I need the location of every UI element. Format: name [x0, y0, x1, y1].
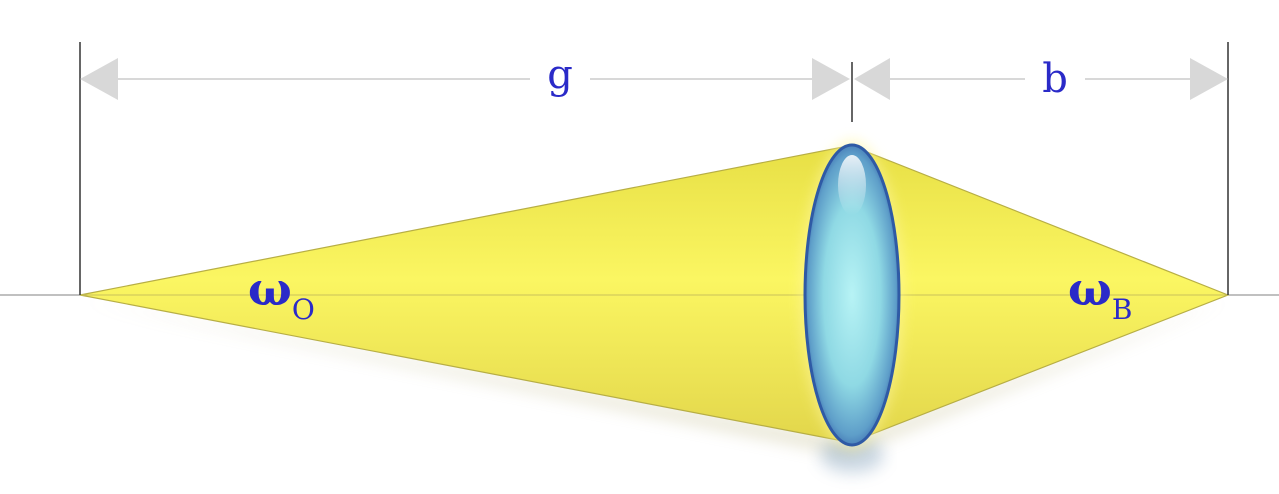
beam-shadow: [80, 300, 1228, 455]
image-distance-label: b: [1042, 56, 1068, 102]
g-arrow-right-head: [812, 58, 850, 100]
lens-shadow: [820, 437, 884, 473]
object-distance-label: g: [547, 52, 573, 98]
object-angle-subscript: O: [292, 293, 315, 326]
object-angle-symbol: ω: [248, 262, 292, 316]
image-angle-label: ωB: [1068, 262, 1132, 326]
b-arrow-left-head: [854, 58, 890, 100]
lens-highlight: [838, 155, 866, 215]
image-angle-subscript: B: [1112, 293, 1133, 326]
image-side-beam: [851, 145, 1230, 443]
b-arrow-right-head: [1190, 58, 1228, 100]
convex-lens: [803, 143, 901, 447]
image-angle-symbol: ω: [1068, 262, 1112, 316]
object-side-beam: [79, 145, 849, 443]
object-angle-label: ωO: [248, 262, 315, 326]
g-arrow-left-head: [80, 58, 118, 100]
